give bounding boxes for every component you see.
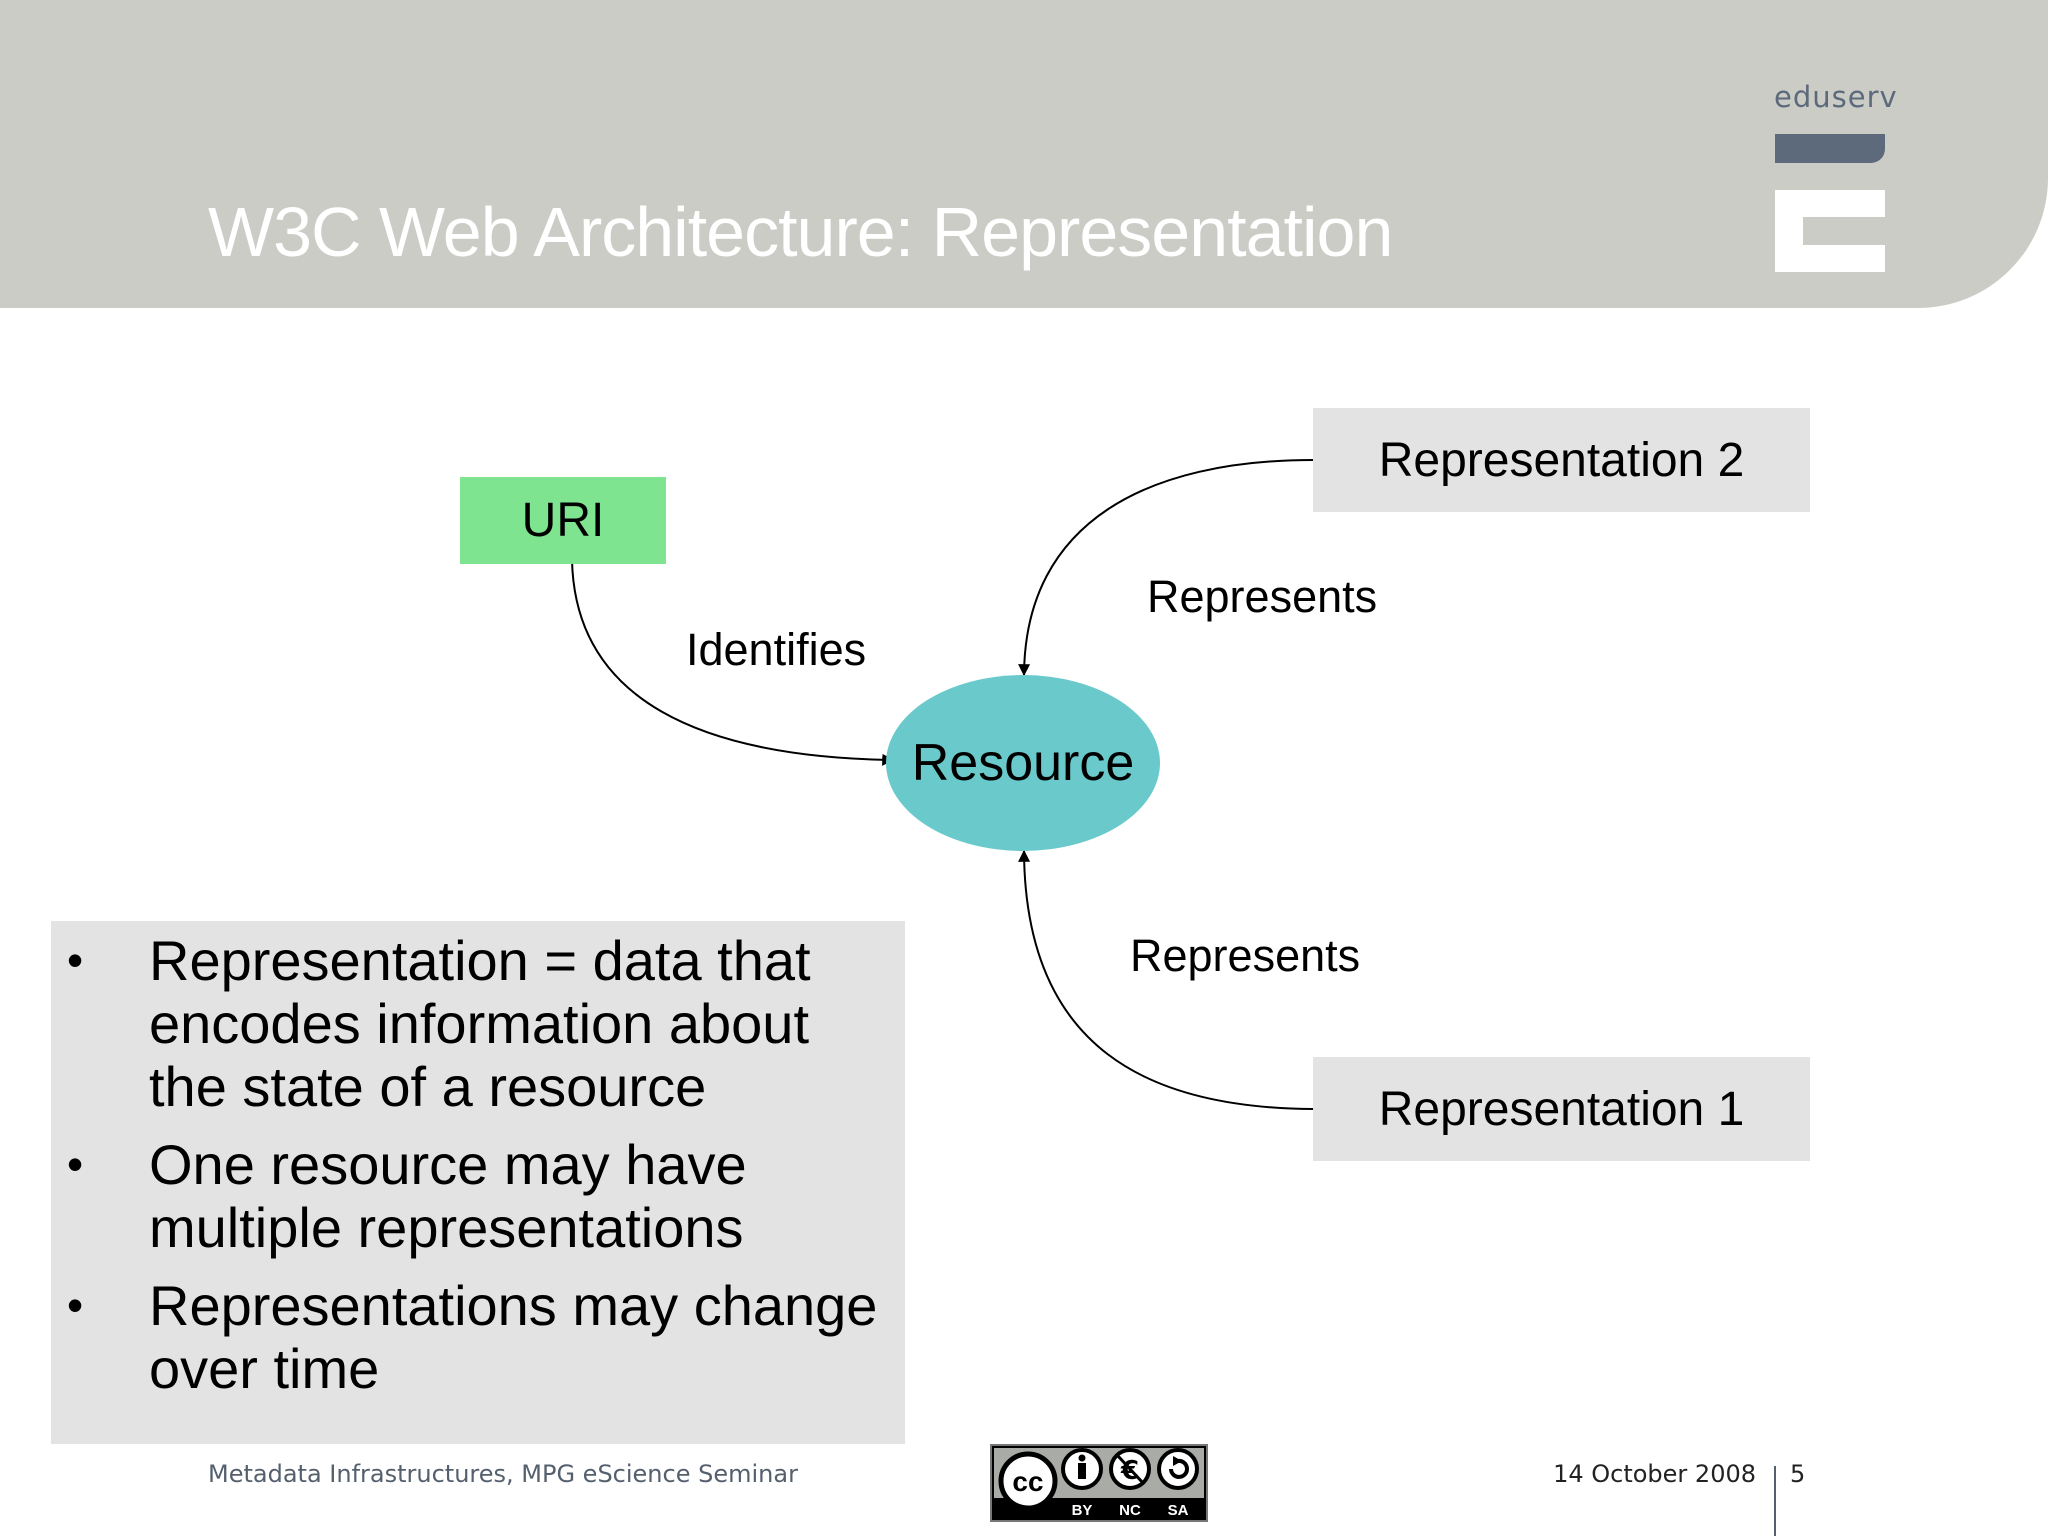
bullet-dot-icon: • — [67, 1279, 84, 1331]
by-label: BY — [1072, 1502, 1093, 1519]
eduserv-logo-bar — [1775, 134, 1885, 163]
eduserv-logo-mark-icon — [1775, 190, 1885, 272]
bullet-item: • Representation = data that encodes info… — [51, 929, 905, 1118]
footer-divider — [1774, 1466, 1776, 1536]
sa-label: SA — [1168, 1502, 1189, 1519]
edge-represents-top — [1018, 459, 1314, 677]
bullet-dot-icon: • — [67, 1138, 84, 1190]
edge-identifies — [571, 559, 895, 766]
bullet-text: Representation = data that encodes infor… — [149, 929, 811, 1118]
eduserv-logo-text: eduserv — [1774, 80, 1898, 114]
representation-2-node: Representation 2 — [1313, 408, 1810, 512]
page-number: 5 — [1790, 1460, 1806, 1488]
edge-represents-bottom — [1018, 849, 1314, 1110]
sharealike-icon — [1157, 1448, 1199, 1490]
bullet-item: • One resource may have multiple represen… — [51, 1133, 905, 1259]
bullet-text: One resource may have multiple represent… — [149, 1133, 747, 1259]
represents-bottom-label: Represents — [1130, 930, 1361, 981]
bullet-text: Representations may change over time — [149, 1274, 878, 1400]
bullet-dot-icon: • — [67, 934, 84, 986]
uri-node: URI — [460, 477, 666, 564]
slide-header — [0, 0, 2048, 308]
footer-seminar-text: Metadata Infrastructures, MPG eScience S… — [208, 1460, 798, 1488]
representation-1-node: Representation 1 — [1313, 1057, 1810, 1161]
cc-icon — [998, 1451, 1058, 1511]
resource-node: Resource — [886, 675, 1160, 851]
creative-commons-license-badge: cc € BY NC SA — [990, 1444, 1208, 1522]
cc-label: cc — [1012, 1466, 1043, 1497]
footer-date: 14 October 2008 — [1553, 1460, 1756, 1488]
nc-label: NC — [1119, 1502, 1141, 1519]
slide-title: W3C Web Architecture: Representation — [208, 193, 1393, 271]
represents-top-label: Represents — [1147, 571, 1378, 622]
bullet-item: • Representations may change over time — [51, 1274, 905, 1400]
bullet-box: • Representation = data that encodes info… — [51, 921, 905, 1444]
identifies-label: Identifies — [686, 624, 867, 675]
bullet-list: • Representation = data that encodes info… — [51, 921, 905, 1400]
